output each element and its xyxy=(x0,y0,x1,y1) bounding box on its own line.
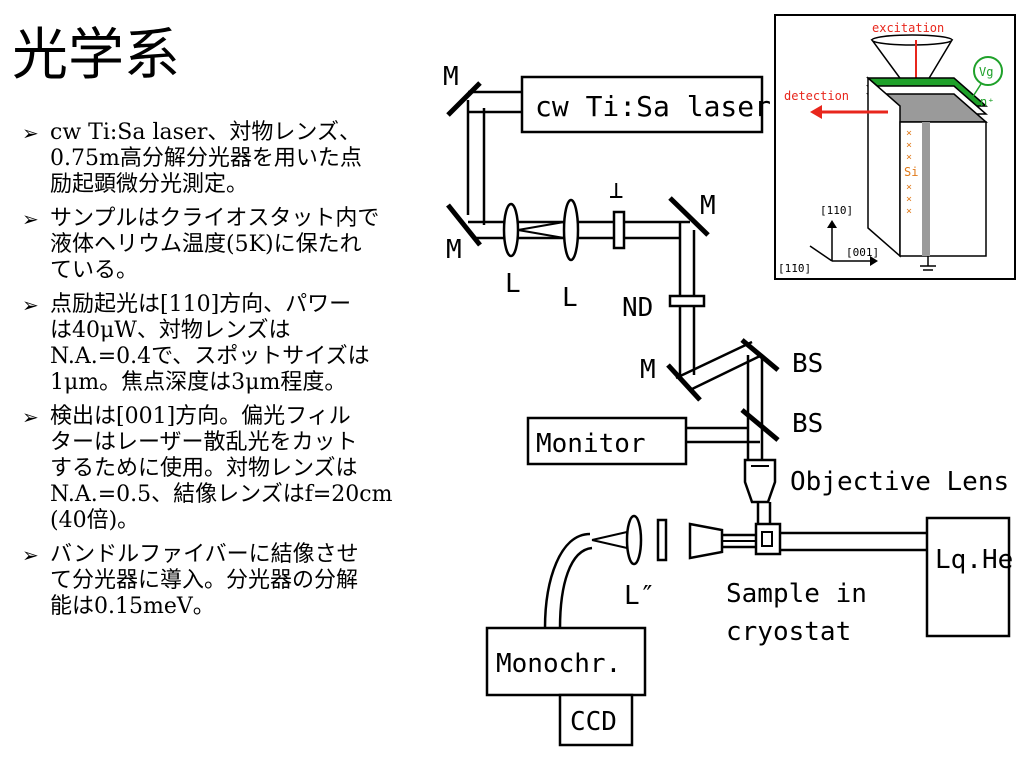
axis-arrowhead-icon xyxy=(827,220,837,228)
excitation-label: excitation xyxy=(872,21,944,35)
axis-arrowhead-icon xyxy=(870,256,878,266)
mirror-label: M xyxy=(446,235,462,265)
sample-label: cryostat xyxy=(726,617,851,647)
axis-001-label: [001] xyxy=(846,246,879,259)
bullet-item: ➢ cw Ti:Sa laser、対物レンズ、 0.75m高分解分光器を用いた点 … xyxy=(22,120,434,198)
bullet-text: 検出は[001]方向。偏光フィル ターはレーザー散乱光をカット するために使用。… xyxy=(50,404,393,533)
ccd-label: CCD xyxy=(570,707,617,737)
bullet-item: ➢ 検出は[001]方向。偏光フィル ターはレーザー散乱光をカット するために使用… xyxy=(22,404,434,534)
sample-geometry-inset: excitation × × × Si × × × Vg n⁺ detectio… xyxy=(774,14,1016,280)
vg-icon xyxy=(973,56,1003,86)
laser-label: cw Ti:Sa laser xyxy=(535,90,771,123)
arrow-bullet-icon: ➢ xyxy=(22,293,39,317)
bs-label: BS xyxy=(792,349,823,379)
sample-icon xyxy=(761,531,773,547)
dopant-marks: × xyxy=(906,152,912,163)
dopant-marks: × xyxy=(906,206,912,217)
excitation-cone-top xyxy=(871,34,953,46)
lens-icon xyxy=(562,198,580,262)
fiber-path xyxy=(543,532,591,629)
prism-icon xyxy=(688,522,724,560)
bullet-text: バンドルファイバーに結像させ て分光器に導入。分光器の分解 能は0.15meV。 xyxy=(50,542,359,619)
lens-label: L″ xyxy=(624,581,655,611)
bullet-text: サンプルはクライオスタット内で 液体ヘリウム温度(5K)に保たれ ている。 xyxy=(50,206,380,283)
axis-1bar10-label: [1̄1̄0] xyxy=(778,262,811,275)
monitor-label: Monitor xyxy=(536,429,646,459)
polarizer-icon xyxy=(612,210,626,250)
polarizer-symbol: ⊥ xyxy=(609,176,623,204)
arrow-bullet-icon: ➢ xyxy=(22,543,39,567)
mirror-icon xyxy=(446,81,482,117)
axis-1bar10-icon xyxy=(809,245,833,262)
beam-path xyxy=(689,354,761,392)
nplus-label: n⁺ xyxy=(980,95,994,109)
lens-label: L xyxy=(562,283,578,313)
slide-title: 光学系 xyxy=(12,23,180,88)
axis-110-label: [110] xyxy=(820,204,853,217)
bullet-item: ➢ サンプルはクライオスタット内で 液体ヘリウム温度(5K)に保たれ ている。 xyxy=(22,206,434,284)
beam-path xyxy=(517,221,565,239)
arrow-bullet-icon: ➢ xyxy=(22,405,39,429)
mirror-icon xyxy=(668,196,710,237)
beamsplitter-icon xyxy=(740,338,780,372)
mirror-label: M xyxy=(443,62,459,92)
bullet-list: ➢ cw Ti:Sa laser、対物レンズ、 0.75m高分解分光器を用いた点 … xyxy=(22,120,434,628)
lqhe-box xyxy=(925,516,1011,638)
vg-wire xyxy=(971,83,982,99)
block-front xyxy=(899,121,987,257)
mirror-icon xyxy=(666,363,702,402)
mirror-label: M xyxy=(700,191,716,221)
gate-stripe xyxy=(922,122,930,256)
mirror-icon xyxy=(446,203,482,247)
arrow-bullet-icon: ➢ xyxy=(22,207,39,231)
ccd-box xyxy=(558,693,634,747)
imaging-lens-icon xyxy=(625,514,643,566)
bullet-text: 点励起光は[110]方向、パワー は40μW、対物レンズは N.A.=0.4で、… xyxy=(50,292,370,395)
detection-arrowhead-icon xyxy=(810,105,822,119)
lens-icon xyxy=(502,202,520,258)
bullet-item: ➢ 点励起光は[110]方向、パワー は40μW、対物レンズは N.A.=0.4で… xyxy=(22,292,434,396)
lens-label: L xyxy=(505,269,521,299)
dopant-marks: × xyxy=(906,194,912,205)
laser-box xyxy=(520,75,764,134)
dopant-marks: × xyxy=(906,140,912,151)
si-label: Si xyxy=(904,165,918,179)
mirror-label: M xyxy=(640,355,656,385)
polarizer-filter-icon xyxy=(656,518,668,562)
beam-path xyxy=(591,531,628,549)
bs-label: BS xyxy=(792,409,823,439)
beam-path xyxy=(675,340,753,380)
block-side xyxy=(867,76,901,258)
bullet-text: cw Ti:Sa laser、対物レンズ、 0.75m高分解分光器を用いた点 励… xyxy=(50,120,362,197)
lqhe-label: Lq.He xyxy=(935,545,1013,575)
sample-geometry-figure: excitation × × × Si × × × Vg n⁺ detectio… xyxy=(778,21,1003,275)
arrow-bullet-icon: ➢ xyxy=(22,121,39,145)
vg-label: Vg xyxy=(979,65,993,79)
nd-filter-icon xyxy=(668,294,706,308)
dopant-marks: × xyxy=(906,182,912,193)
monochromator-box xyxy=(485,626,647,697)
bullet-item: ➢ バンドルファイバーに結像させ て分光器に導入。分光器の分解 能は0.15meV… xyxy=(22,542,434,620)
objective-lens-label: Objective Lens xyxy=(790,467,1009,497)
monitor-box xyxy=(526,416,688,466)
detection-label: detection xyxy=(784,89,849,103)
nd-label: ND xyxy=(622,293,653,323)
objective-lens-icon xyxy=(743,458,777,504)
monochromator-label: Monochr. xyxy=(496,649,621,679)
fiber-path xyxy=(558,546,593,629)
sample-label: Sample in xyxy=(726,579,867,609)
beamsplitter-icon xyxy=(740,408,780,442)
dopant-marks: × xyxy=(906,128,912,139)
